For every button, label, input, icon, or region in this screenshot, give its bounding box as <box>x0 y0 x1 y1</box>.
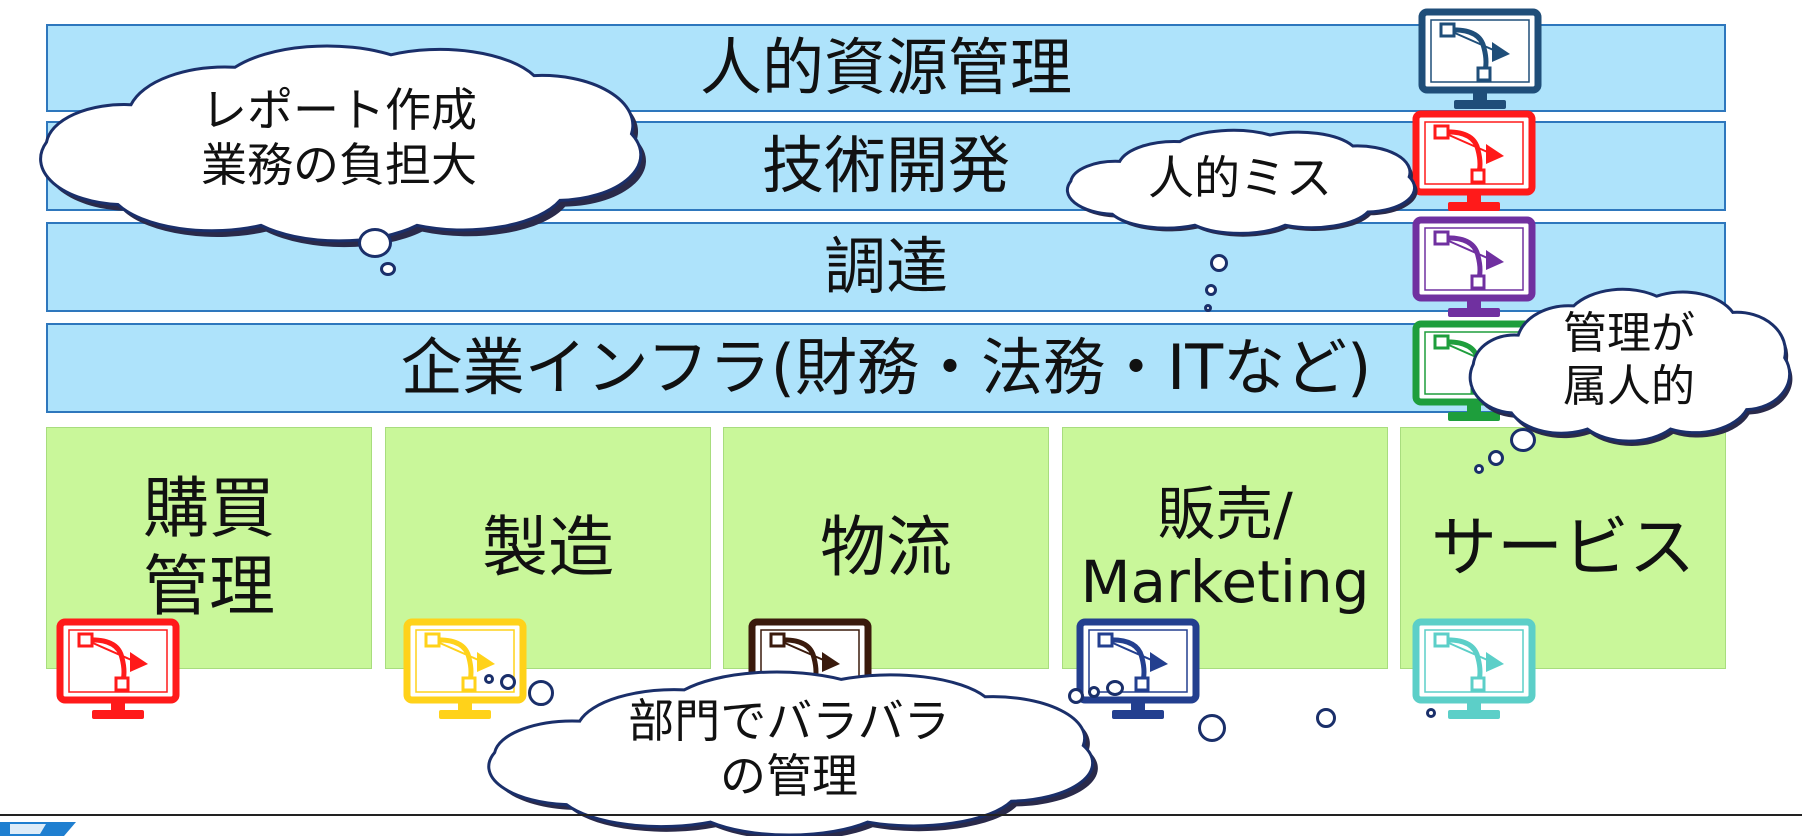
thought-dot <box>1088 686 1100 698</box>
brand-logo-icon <box>0 822 76 836</box>
primary-box-label: 販売/ Marketing <box>1080 479 1370 616</box>
primary-box-label: 購買 管理 <box>143 470 275 625</box>
thought-dot <box>358 228 392 258</box>
monitor-icon <box>1412 618 1536 724</box>
primary-box-manufacturing: 製造 <box>385 427 711 669</box>
cloud-shape <box>1052 124 1428 234</box>
thought-dot <box>1210 254 1228 272</box>
thought-dot <box>528 680 554 706</box>
monitor-icon <box>1412 216 1536 322</box>
thought-dot <box>1426 708 1436 718</box>
thought-cloud-text: 部門でバラバラ の管理 <box>628 693 950 803</box>
cloud-shape <box>14 34 664 242</box>
thought-cloud-text: 管理が 属人的 <box>1563 308 1695 412</box>
monitor-icon <box>56 618 180 724</box>
cloud-shape <box>1456 280 1802 442</box>
primary-box-label: サービス <box>1431 509 1695 587</box>
cloud-shape <box>462 662 1116 836</box>
footer-divider <box>0 814 1802 816</box>
thought-cloud-report-burden: レポート作成 業務の負担大 <box>14 34 664 242</box>
thought-dot <box>380 262 396 276</box>
support-band-label: 人的資源管理 <box>699 31 1072 104</box>
thought-dot <box>1474 464 1484 474</box>
thought-cloud-text: レポート作成 業務の負担大 <box>201 82 477 192</box>
thought-dot <box>1510 428 1536 452</box>
monitor-icon <box>1418 8 1542 114</box>
thought-dot <box>500 674 516 690</box>
thought-dot <box>1316 708 1336 728</box>
thought-dot <box>1205 284 1217 296</box>
primary-box-sales: 販売/ Marketing <box>1062 427 1388 669</box>
support-band-label: 調達 <box>823 230 948 303</box>
thought-cloud-person-dependent: 管理が 属人的 <box>1456 280 1802 442</box>
primary-box-label: 製造 <box>482 509 614 587</box>
thought-cloud-text: 人的ミス <box>1148 151 1332 206</box>
thought-cloud-human-error: 人的ミス <box>1052 124 1428 234</box>
support-band-label: 技術開発 <box>761 129 1010 202</box>
monitor-icon <box>403 618 527 724</box>
thought-dot <box>1106 680 1124 696</box>
thought-dot <box>1204 304 1212 312</box>
primary-box-label: 物流 <box>820 509 952 587</box>
monitor-icon <box>1412 110 1536 216</box>
thought-dot <box>1068 688 1084 704</box>
thought-cloud-department-silos: 部門でバラバラ の管理 <box>462 662 1116 836</box>
thought-dot <box>1488 450 1504 466</box>
thought-dot <box>484 674 494 684</box>
thought-dot <box>1198 714 1226 742</box>
support-band-label: 企業インフラ(財務・法務・ITなど) <box>400 331 1372 404</box>
